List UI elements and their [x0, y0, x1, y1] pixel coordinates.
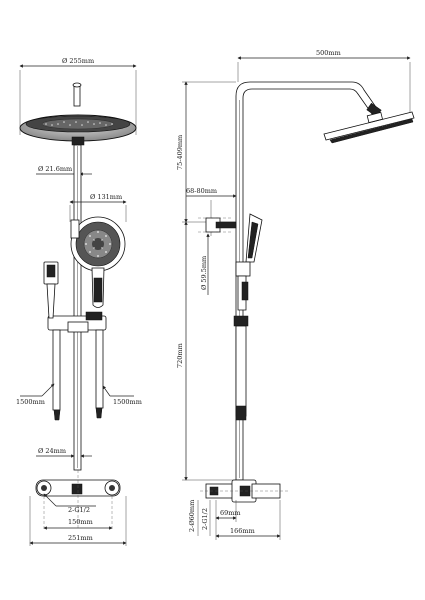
holder-offset-label: 68-80mm	[186, 187, 217, 195]
lower-pipe-diameter-dimension: Ø 24mm	[36, 447, 92, 458]
holder-diameter-label: Ø 59.5mm	[200, 256, 208, 290]
head-diameter-dimension: Ø 255mm	[19, 57, 137, 135]
side-inlet-thread-label: 2-G1/2	[201, 508, 209, 530]
lower-pipe-diameter-label: Ø 24mm	[38, 447, 66, 455]
column-height-label: 720mm	[176, 343, 184, 368]
side-view: 500mm 75-409mm 68-80mm	[176, 49, 415, 540]
total-width-dimension: 251mm	[29, 496, 127, 546]
front-view: Ø 255mm Ø 21.6mm	[16, 57, 142, 546]
side-valve	[200, 479, 290, 503]
height-adjust-dimension: 75-409mm	[176, 81, 236, 223]
height-adjust-label: 75-409mm	[176, 135, 184, 170]
rain-shower-head	[19, 82, 137, 146]
arm-length-label: 500mm	[316, 49, 341, 57]
holder-diameter-dimension: Ø 59.5mm	[200, 233, 210, 295]
hand-shower-diameter-dimension: Ø 131mm	[69, 193, 127, 222]
inlet-spacing-label: 150mm	[68, 518, 93, 526]
side-rain-head	[323, 111, 415, 144]
side-holder	[198, 217, 237, 233]
hand-shower-side	[43, 261, 59, 319]
shelf-bracket	[47, 311, 107, 333]
flange-diameter-dimension: 2-Ø60mm	[188, 500, 199, 536]
hoses	[52, 329, 104, 421]
inlet-thread-label: 2-G1/2	[68, 506, 90, 514]
depth-dimension: 166mm	[215, 500, 281, 540]
hand-shower-diameter-label: Ø 131mm	[90, 193, 122, 201]
hose-length-right-dimension: 1500mm	[102, 385, 142, 406]
hose-length-right-label: 1500mm	[113, 398, 142, 406]
head-diameter-label: Ø 255mm	[62, 57, 94, 65]
side-shelf	[233, 315, 249, 421]
valve-offset-label: 69mm	[220, 509, 241, 517]
mixer-valve	[35, 470, 121, 530]
depth-label: 166mm	[230, 527, 255, 535]
column-height-dimension: 720mm	[176, 221, 236, 481]
riser-pipe	[73, 144, 82, 471]
valve-offset-dimension: 69mm	[215, 500, 241, 522]
hose-length-left-dimension: 1500mm	[16, 383, 55, 406]
inlet-spacing-dimension: 150mm	[43, 518, 113, 530]
hose-length-left-label: 1500mm	[16, 398, 45, 406]
side-inlet-thread-dimension: 2-G1/2	[201, 500, 211, 536]
pipe-diameter-dimension: Ø 21.6mm	[36, 165, 92, 176]
arm-length-dimension: 500mm	[237, 49, 411, 120]
side-riser-and-arm	[235, 81, 382, 481]
total-width-label: 251mm	[68, 534, 93, 542]
side-hand-shower	[235, 213, 263, 311]
hand-shower	[70, 216, 126, 308]
flange-diameter-label: 2-Ø60mm	[188, 500, 196, 532]
pipe-diameter-label: Ø 21.6mm	[38, 165, 72, 173]
inlet-thread-dimension: 2-G1/2	[43, 493, 96, 514]
